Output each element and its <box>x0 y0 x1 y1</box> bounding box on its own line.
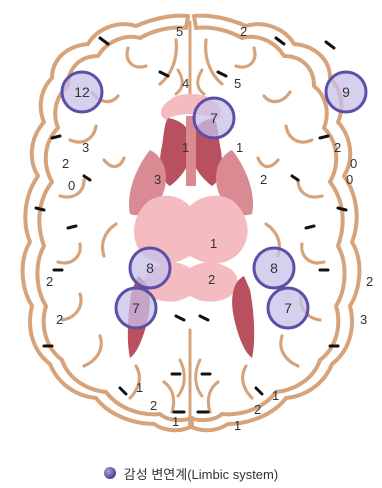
limbic-circle: 12 <box>62 72 102 112</box>
limbic-circle-label: 9 <box>342 84 350 100</box>
hippocampus-right <box>232 276 254 358</box>
legend-label: 감성 변연계(Limbic system) <box>124 464 278 483</box>
label-bottom-right-b: 2 <box>254 402 261 417</box>
label-right-upper-a: 2 <box>334 140 341 155</box>
label-left-upper-c: 0 <box>68 178 75 193</box>
label-bottom-left-c: 1 <box>172 414 179 429</box>
label-thalamus-lower: 2 <box>208 272 215 287</box>
limbic-circle: 8 <box>130 248 170 288</box>
limbic-circle-label: 7 <box>132 300 140 316</box>
limbic-circle-label: 7 <box>210 110 218 126</box>
limbic-circle: 7 <box>116 288 156 328</box>
label-bottom-right-a: 1 <box>272 388 279 403</box>
label-left-upper-a: 3 <box>82 140 89 155</box>
label-bottom-left-a: 1 <box>136 380 143 395</box>
label-top-left: 5 <box>176 24 183 39</box>
label-bottom-left-b: 2 <box>150 398 157 413</box>
label-right-upper-b: 0 <box>350 156 357 171</box>
limbic-circle: 8 <box>254 248 294 288</box>
limbic-circle: 7 <box>268 288 308 328</box>
label-thalamus-upper: 1 <box>210 236 217 251</box>
limbic-circle-label: 8 <box>270 260 278 276</box>
label-side-left-b: 2 <box>56 312 63 327</box>
limbic-circle: 7 <box>194 98 234 138</box>
label-side-left-a: 2 <box>46 274 53 289</box>
limbic-circle-label: 12 <box>74 84 90 100</box>
label-left-upper-b: 2 <box>62 156 69 171</box>
label-caudate-left: 1 <box>182 140 189 155</box>
label-side-right-b: 3 <box>360 312 367 327</box>
label-right-upper-c: 0 <box>346 172 353 187</box>
label-frontal-right: 5 <box>234 76 241 91</box>
label-bottom-right-c: 1 <box>234 418 241 433</box>
label-side-right-a: 2 <box>366 274 373 289</box>
limbic-circle: 9 <box>326 72 366 112</box>
brain-diagram: 12978787 5 2 4 5 3 2 0 2 0 0 1 1 3 2 1 2… <box>0 0 382 455</box>
label-top-right: 2 <box>240 24 247 39</box>
label-putamen-left: 3 <box>154 172 161 187</box>
limbic-circle-label: 7 <box>284 300 292 316</box>
label-caudate-right: 1 <box>236 140 243 155</box>
label-frontal-left: 4 <box>182 76 189 91</box>
purple-dot-icon <box>104 467 116 479</box>
legend: 감성 변연계(Limbic system) <box>0 462 382 484</box>
limbic-circle-label: 8 <box>146 260 154 276</box>
label-putamen-right: 2 <box>260 172 267 187</box>
